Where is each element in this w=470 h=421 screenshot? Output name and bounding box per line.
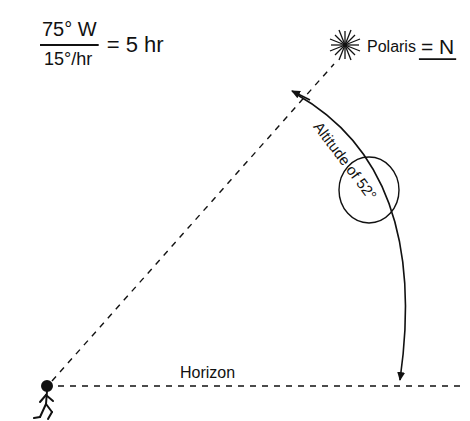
fraction-bar [40,44,99,46]
underline [419,58,456,60]
horizon-line [58,385,464,386]
star-name: Polaris [367,38,416,56]
observer-figure [34,381,53,419]
altitude-arc [296,94,405,380]
star-symbol [330,30,360,60]
rotation-rate: 15°/hr [44,50,92,70]
sight-line [52,64,334,381]
longitude-value: 75° W [42,18,97,40]
direction-note: = N [421,35,454,58]
time-result: = 5 hr [107,33,164,57]
horizon-label: Horizon [180,364,235,382]
arrow-head [292,91,310,100]
